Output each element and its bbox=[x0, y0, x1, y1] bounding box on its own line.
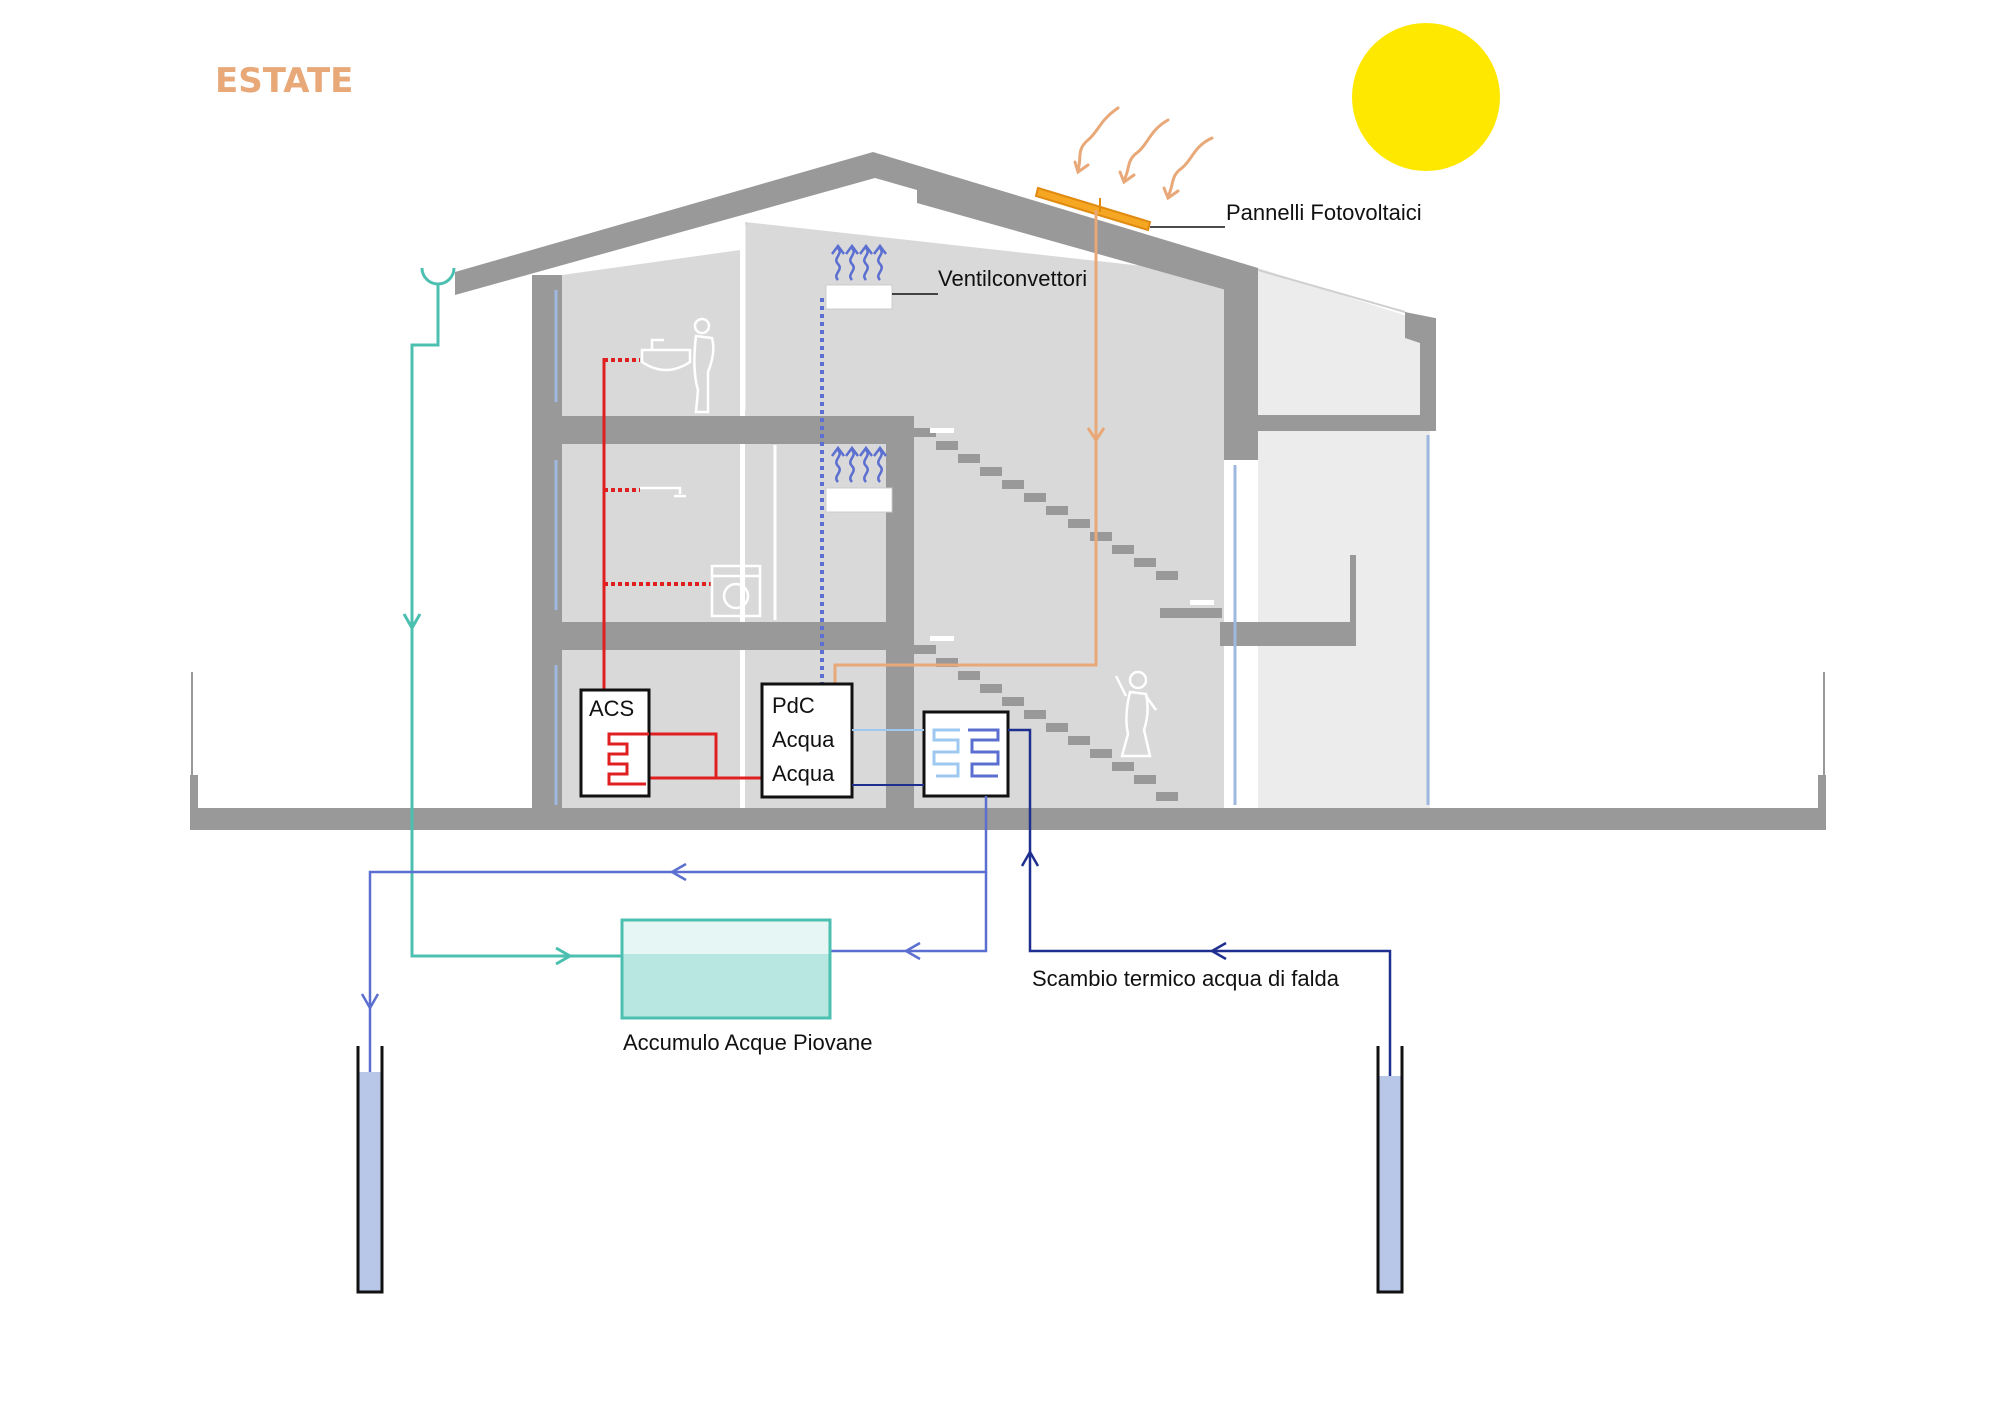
fan-coils-label: Ventilconvettori bbox=[938, 266, 1087, 291]
shower-icon bbox=[640, 486, 686, 498]
well-icon bbox=[356, 1046, 384, 1294]
heat-pump-unit: PdC Acqua Acqua bbox=[760, 682, 854, 799]
person-icon bbox=[693, 317, 715, 414]
groundwater-exchange-label: Scambio termico acqua di falda bbox=[1032, 966, 1340, 991]
house-interior bbox=[562, 222, 1430, 808]
water-tank-icon bbox=[620, 918, 832, 1020]
washing-machine-icon bbox=[710, 564, 762, 618]
acs-tank: ACS bbox=[579, 688, 651, 798]
well-icon bbox=[1376, 1046, 1404, 1294]
heat-exchanger-icon bbox=[922, 710, 1010, 798]
house-structure bbox=[532, 275, 1436, 811]
sink-icon bbox=[640, 338, 692, 372]
fan-coil-icon bbox=[825, 243, 893, 513]
stairs-upper bbox=[914, 428, 1222, 618]
solar-pipe bbox=[833, 210, 1106, 690]
rainwater-storage-label: Accumulo Acque Piovane bbox=[623, 1030, 873, 1055]
pv-panels-label: Pannelli Fotovoltaici bbox=[1226, 200, 1422, 225]
stairs-lower bbox=[914, 636, 1178, 801]
rainwater-pipe bbox=[402, 284, 622, 966]
groundwater-supply-line bbox=[1008, 728, 1392, 1172]
heat-pump-label-2: Acqua bbox=[772, 727, 835, 752]
person-icon bbox=[1114, 670, 1158, 758]
solar-panel-icon bbox=[1034, 186, 1152, 232]
ground-slab bbox=[190, 672, 1826, 830]
heat-pump-label-3: Acqua bbox=[772, 761, 835, 786]
groundwater-return-line bbox=[360, 796, 988, 1132]
acs-label: ACS bbox=[589, 696, 634, 721]
sun-icon bbox=[1352, 23, 1500, 171]
rain-gutter-icon bbox=[420, 267, 456, 286]
season-title: ESTATE bbox=[215, 61, 353, 101]
windows bbox=[554, 225, 1430, 805]
heat-wave-icon bbox=[1073, 106, 1214, 201]
heat-pump-label-1: PdC bbox=[772, 693, 815, 718]
